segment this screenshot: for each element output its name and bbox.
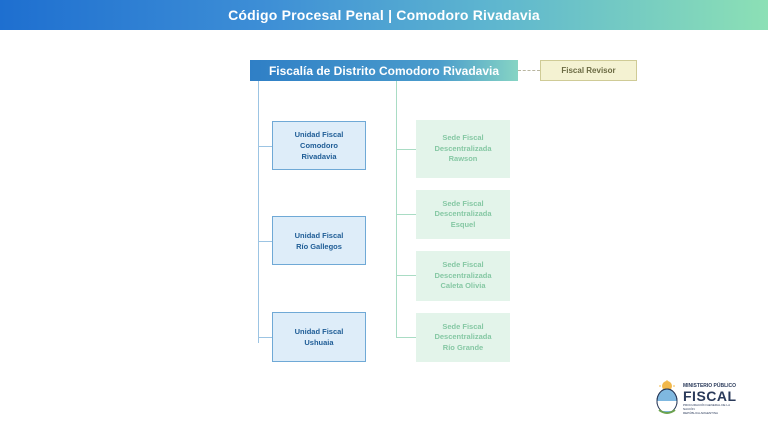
fiscal-revisor-node: Fiscal Revisor — [540, 60, 637, 81]
units-trunk-line — [258, 81, 259, 343]
unit-node-comodoro: Unidad Fiscal Comodoro Rivadavia — [272, 121, 366, 170]
logo-line-3: PROCURACIÓN GENERAL DE LA NACIÓN — [683, 403, 730, 411]
sede-node-caleta-olivia: Sede Fiscal Descentralizada Caleta Olivi… — [416, 251, 510, 301]
sede-node-label: Sede Fiscal Descentralizada Río Grande — [434, 321, 492, 352]
sede-node-rio-grande: Sede Fiscal Descentralizada Río Grande — [416, 313, 510, 362]
unit-node-label: Unidad Fiscal Río Gallegos — [294, 230, 344, 251]
sede-node-label: Sede Fiscal Descentralizada Esquel — [434, 198, 492, 229]
unit-connector-3 — [258, 337, 272, 338]
sede-node-rawson: Sede Fiscal Descentralizada Rawson — [416, 120, 510, 178]
fiscal-revisor-label: Fiscal Revisor — [561, 66, 616, 75]
header-bar: Código Procesal Penal | Comodoro Rivadav… — [0, 0, 768, 30]
unit-node-ushuaia: Unidad Fiscal Ushuaia — [272, 312, 366, 362]
sede-connector-1 — [396, 149, 416, 150]
sede-node-label: Sede Fiscal Descentralizada Caleta Olivi… — [434, 260, 492, 291]
coat-of-arms-icon — [656, 380, 678, 414]
ministerio-publico-fiscal-logo: MINISTERIO PÚBLICO FISCAL PROCURACIÓN GE… — [655, 380, 741, 418]
unit-connector-1 — [258, 146, 272, 147]
sede-node-esquel: Sede Fiscal Descentralizada Esquel — [416, 190, 510, 239]
page-title: Código Procesal Penal | Comodoro Rivadav… — [228, 7, 540, 23]
root-node-label: Fiscalía de Distrito Comodoro Rivadavia — [268, 63, 500, 78]
unit-node-label: Unidad Fiscal Ushuaia — [294, 327, 344, 347]
logo-line-4: REPÚBLICA ARGENTINA — [683, 411, 719, 415]
logo-line-1: MINISTERIO PÚBLICO — [683, 383, 737, 389]
sede-node-label: Sede Fiscal Descentralizada Rawson — [434, 133, 492, 164]
unit-node-rio-gallegos: Unidad Fiscal Río Gallegos — [272, 216, 366, 265]
logo-text-block: MINISTERIO PÚBLICO FISCAL PROCURACIÓN GE… — [683, 383, 741, 415]
logo-line-2: FISCAL — [683, 388, 737, 404]
sede-connector-2 — [396, 214, 416, 215]
sede-connector-3 — [396, 275, 416, 276]
unit-node-label: Unidad Fiscal Comodoro Rivadavia — [294, 130, 344, 161]
revisor-dashed-link — [518, 70, 540, 71]
sede-connector-4 — [396, 337, 416, 338]
unit-connector-2 — [258, 241, 272, 242]
root-node-fiscalia: Fiscalía de Distrito Comodoro Rivadavia — [250, 60, 518, 81]
sedes-trunk-line — [396, 81, 397, 337]
